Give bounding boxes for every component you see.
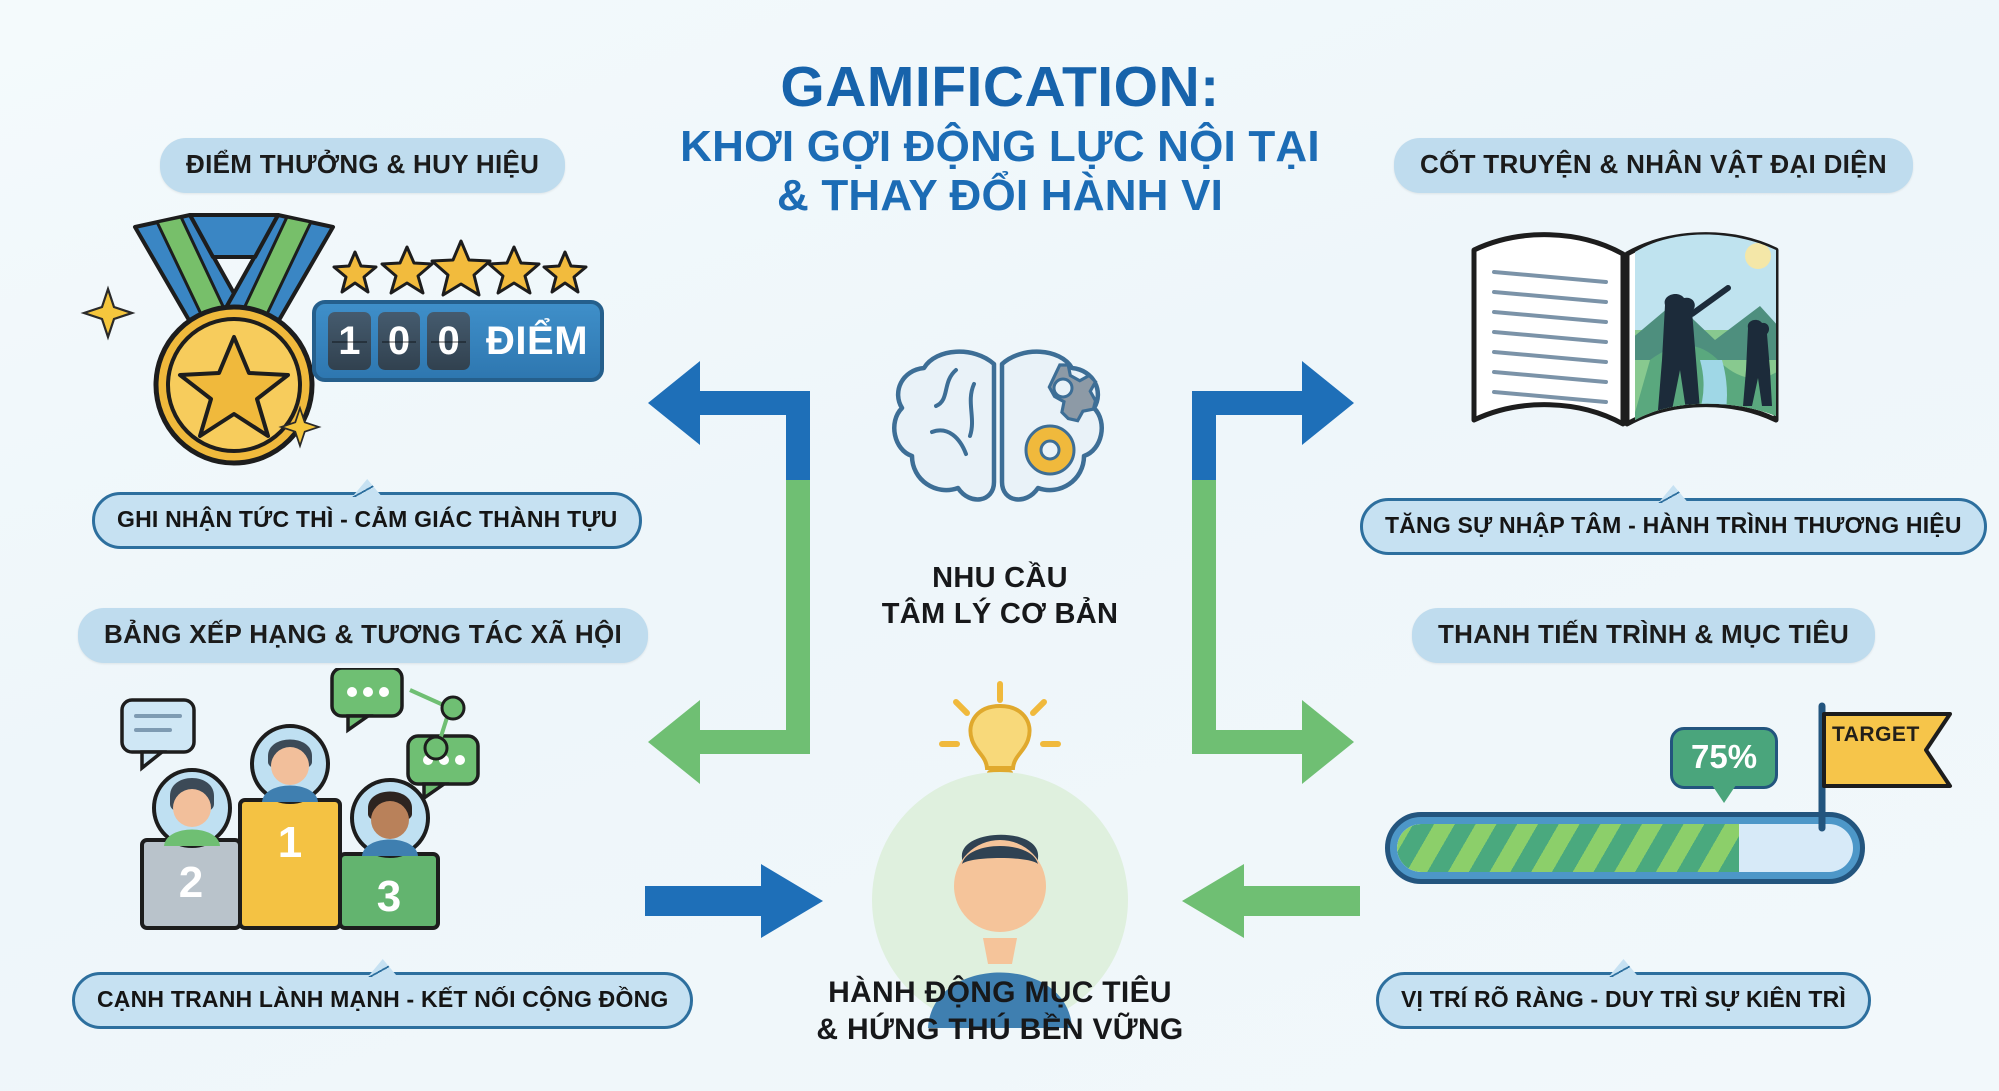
center-need-line-2: TÂM LÝ CƠ BẢN xyxy=(881,598,1119,631)
caption-notch xyxy=(352,479,383,497)
caption-notch xyxy=(1608,959,1639,977)
podium-rank-2: 2 xyxy=(178,858,204,907)
podium-rank-3: 3 xyxy=(376,872,402,921)
progress-percent-text: 75% xyxy=(1691,738,1758,775)
progress-track xyxy=(1397,824,1853,872)
sparkle-icon xyxy=(80,285,136,341)
page-title: GAMIFICATION: KHƠI GỢI ĐỘNG LỰC NỘI TẠI … xyxy=(560,58,1440,221)
title-main: GAMIFICATION: xyxy=(780,55,1220,119)
center-action-label: HÀNH ĐỘNG MỤC TIÊU & HỨNG THÚ BỀN VỮNG xyxy=(760,975,1240,1048)
center-action-line-1: HÀNH ĐỘNG MỤC TIÊU xyxy=(828,976,1172,1009)
pill-label-rewards: ĐIỂM THƯỞNG & HUY HIỆU xyxy=(160,138,566,193)
counter-digit: 1 xyxy=(328,312,371,370)
podium-icon xyxy=(120,668,480,930)
brain-gear-icon xyxy=(892,349,1104,502)
sparkle-icon xyxy=(278,405,322,449)
star-rating-icon xyxy=(332,239,588,297)
counter-unit-label: ĐIỂM xyxy=(486,318,589,363)
center-action-line-2: & HỨNG THÚ BỀN VỮNG xyxy=(816,1012,1184,1046)
arrow-to-progress xyxy=(1192,480,1354,784)
progress-percent-badge: 75% xyxy=(1670,727,1779,803)
badge-tail xyxy=(1712,785,1737,803)
counter-digit: 0 xyxy=(377,312,421,370)
caption-notch xyxy=(1658,485,1689,503)
points-counter: 1 0 0 ĐIỂM xyxy=(312,300,604,382)
target-flag-icon xyxy=(1818,702,1952,832)
counter-digit: 0 xyxy=(427,312,471,370)
title-subtitle-line-2: & THAY ĐỔI HÀNH VI xyxy=(776,171,1224,221)
podium-rank-1: 1 xyxy=(277,818,303,867)
caption-progress-text: VỊ TRÍ RÕ RÀNG - DUY TRÌ SỰ KIÊN TRÌ xyxy=(1401,986,1846,1012)
caption-rewards-text: GHI NHẬN TỨC THÌ - CẢM GIÁC THÀNH TỰU xyxy=(117,506,618,532)
caption-leaderboard: CẠNH TRANH LÀNH MẠNH - KẾT NỐI CỘNG ĐỒNG xyxy=(72,959,694,1029)
caption-notch xyxy=(367,959,398,977)
arrow-progress-to-action xyxy=(1182,864,1360,938)
open-book-icon xyxy=(1471,232,1779,427)
center-need-label: NHU CẦU TÂM LÝ CƠ BẢN xyxy=(820,560,1180,633)
pill-label-story: CỐT TRUYỆN & NHÂN VẬT ĐẠI DIỆN xyxy=(1394,138,1913,193)
medal-icon xyxy=(133,213,335,466)
lightbulb-icon xyxy=(939,681,1061,778)
title-subtitle-line-1: KHƠI GỢI ĐỘNG LỰC NỘI TẠI xyxy=(680,122,1320,172)
arrow-leaderboard-to-action xyxy=(645,864,823,938)
arrow-to-story xyxy=(1192,361,1354,487)
arrow-to-leaderboard xyxy=(648,480,810,784)
caption-story: TĂNG SỰ NHẬP TÂM - HÀNH TRÌNH THƯƠNG HIỆ… xyxy=(1360,485,1987,555)
pill-label-leaderboard: BẢNG XẾP HẠNG & TƯƠNG TÁC XÃ HỘI xyxy=(78,608,649,663)
pill-label-progress: THANH TIẾN TRÌNH & MỤC TIÊU xyxy=(1412,608,1876,663)
center-need-line-1: NHU CẦU xyxy=(932,562,1068,594)
target-flag-label: TARGET xyxy=(1832,723,1920,746)
progress-bar-icon xyxy=(1385,812,1865,884)
caption-progress: VỊ TRÍ RÕ RÀNG - DUY TRÌ SỰ KIÊN TRÌ xyxy=(1376,959,1871,1029)
caption-rewards: GHI NHẬN TỨC THÌ - CẢM GIÁC THÀNH TỰU xyxy=(92,479,643,549)
arrow-to-rewards xyxy=(648,361,810,487)
person-avatar-icon xyxy=(872,772,1128,1028)
caption-story-text: TĂNG SỰ NHẬP TÂM - HÀNH TRÌNH THƯƠNG HIỆ… xyxy=(1385,512,1962,538)
progress-fill xyxy=(1397,824,1739,872)
caption-leaderboard-text: CẠNH TRANH LÀNH MẠNH - KẾT NỐI CỘNG ĐỒNG xyxy=(97,986,669,1012)
